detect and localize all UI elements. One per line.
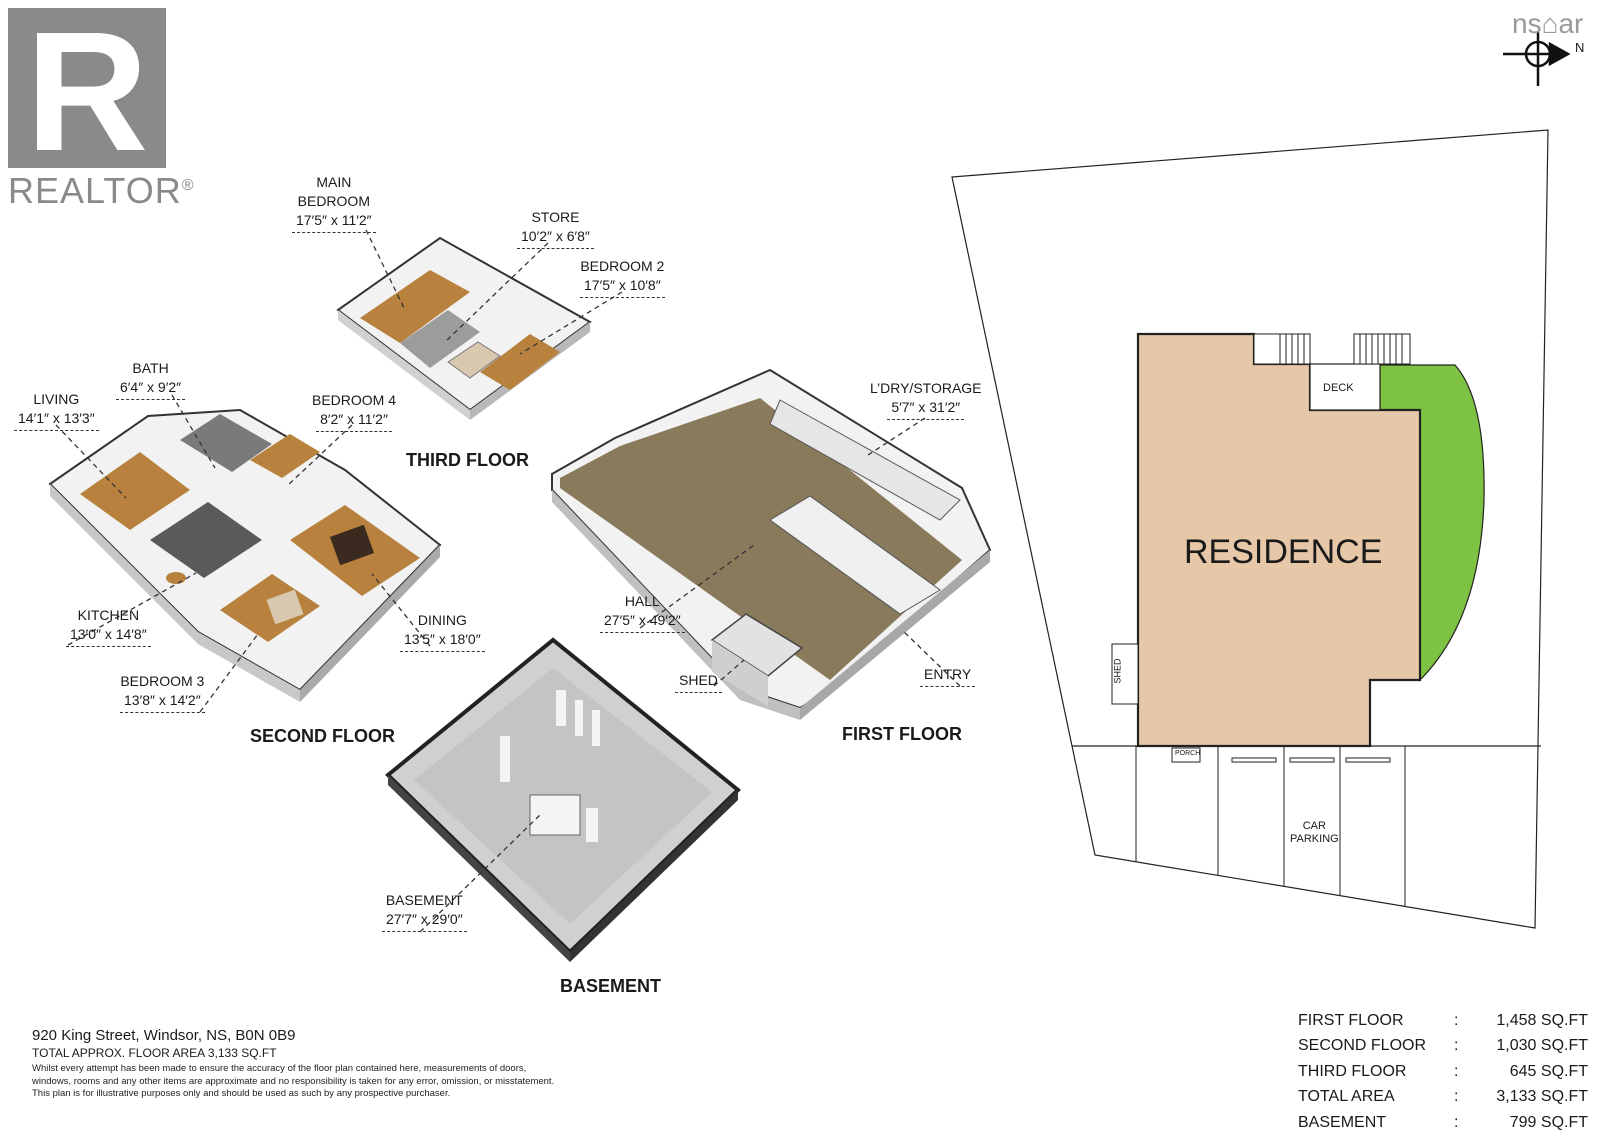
room-dims: 17′5″ x 11′2″ bbox=[292, 211, 376, 233]
room-name: HALL bbox=[624, 593, 660, 609]
area-name: THIRD FLOOR bbox=[1298, 1062, 1407, 1080]
room-dims: 13′5″ x 18′0″ bbox=[400, 630, 485, 652]
room-dims: 14′1″ x 13′3″ bbox=[14, 409, 99, 431]
basement-plan bbox=[384, 637, 742, 962]
room-label-main-bedroom: MAIN BEDROOM 17′5″ x 11′2″ bbox=[292, 173, 376, 233]
room-label-basement: BASEMENT 27′7″ x 29′0″ bbox=[382, 891, 467, 932]
disclaimer: Whilst every attempt has been made to en… bbox=[32, 1063, 672, 1101]
area-value: 645 SQ.FT bbox=[1509, 1062, 1588, 1080]
floor-title-basement: BASEMENT bbox=[560, 976, 662, 996]
room-label-bedroom-3: BEDROOM 3 13′8″ x 14′2″ bbox=[120, 672, 205, 713]
area-separator: : bbox=[1454, 1011, 1459, 1029]
room-dims: 13′8″ x 14′2″ bbox=[120, 691, 205, 713]
total-floor-area: TOTAL APPROX. FLOOR AREA 3,133 SQ.FT bbox=[32, 1046, 277, 1060]
site-plan bbox=[951, 129, 1549, 929]
area-separator: : bbox=[1454, 1113, 1459, 1131]
room-leader-lines bbox=[55, 229, 961, 933]
room-name: ENTRY bbox=[920, 665, 976, 687]
disclaimer-line: Whilst every attempt has been made to en… bbox=[32, 1063, 527, 1074]
room-label-entry: ENTRY bbox=[920, 665, 976, 687]
room-label-store: STORE 10′2″ x 6′8″ bbox=[517, 208, 594, 249]
registered-mark: ® bbox=[181, 177, 195, 194]
third-floor-plan bbox=[336, 236, 592, 420]
room-name: DINING bbox=[417, 612, 467, 628]
room-label-hall: HALL 27′5″ x 49′2″ bbox=[600, 592, 685, 633]
room-name: BATH bbox=[132, 360, 169, 376]
room-label-shed: SHED bbox=[675, 671, 722, 693]
room-label-living: LIVING 14′1″ x 13′3″ bbox=[14, 390, 99, 431]
room-name: BEDROOM 2 bbox=[580, 258, 665, 274]
area-row: SECOND FLOOR : 1,030 SQ.FT bbox=[1298, 1034, 1588, 1060]
area-separator: : bbox=[1454, 1062, 1459, 1080]
room-dims: 17′5″ x 10′8″ bbox=[580, 276, 665, 298]
site-parking-label: CAR PARKING bbox=[1290, 820, 1339, 846]
room-label-dining: DINING 13′5″ x 18′0″ bbox=[400, 611, 485, 652]
room-dims: 27′7″ x 29′0″ bbox=[382, 910, 467, 932]
room-name: SHED bbox=[675, 671, 722, 693]
room-dims: 13′0″ x 14′8″ bbox=[66, 625, 151, 647]
site-shed-label: SHED bbox=[1112, 658, 1123, 684]
room-name: STORE bbox=[531, 209, 580, 225]
room-label-ldry-storage: L’DRY/STORAGE 5′7″ x 31′2″ bbox=[870, 379, 982, 420]
room-name: L’DRY/STORAGE bbox=[870, 380, 982, 396]
room-name: LIVING bbox=[33, 391, 80, 407]
area-row: THIRD FLOOR : 645 SQ.FT bbox=[1298, 1059, 1588, 1085]
nsar-logo: ns⌂ar bbox=[1512, 8, 1584, 39]
area-value: 799 SQ.FT bbox=[1509, 1113, 1588, 1131]
room-label-bath: BATH 6′4″ x 9′2″ bbox=[116, 359, 186, 400]
parking-line: PARKING bbox=[1290, 833, 1339, 845]
disclaimer-line: windows, rooms and any other items are a… bbox=[32, 1075, 555, 1087]
room-name: BEDROOM 3 bbox=[120, 673, 205, 689]
disclaimer-line: This plan is for illustrative purposes o… bbox=[32, 1088, 451, 1099]
site-porch-label: PORCH bbox=[1175, 750, 1201, 757]
site-residence-label: RESIDENCE bbox=[1184, 533, 1383, 571]
room-dims: 27′5″ x 49′2″ bbox=[600, 611, 685, 633]
room-dims: 6′4″ x 9′2″ bbox=[116, 378, 186, 400]
area-name: BASEMENT bbox=[1298, 1113, 1387, 1131]
room-label-bedroom-4: BEDROOM 4 8′2″ x 11′2″ bbox=[312, 391, 396, 432]
room-name: MAIN bbox=[316, 174, 352, 190]
floor-title-second: SECOND FLOOR bbox=[250, 726, 396, 746]
area-row: FIRST FLOOR : 1,458 SQ.FT bbox=[1298, 1008, 1588, 1034]
realtor-logo: R bbox=[8, 0, 166, 187]
room-name: BEDROOM 4 bbox=[312, 392, 397, 408]
floor-title-third: THIRD FLOOR bbox=[406, 450, 529, 470]
room-dims: 5′7″ x 31′2″ bbox=[887, 398, 965, 420]
site-deck-label: DECK bbox=[1323, 382, 1354, 394]
room-name: KITCHEN bbox=[77, 607, 140, 623]
area-value: 1,458 SQ.FT bbox=[1496, 1011, 1588, 1029]
room-label-bedroom-2: BEDROOM 2 17′5″ x 10′8″ bbox=[580, 257, 665, 298]
area-row: BASEMENT : 799 SQ.FT bbox=[1298, 1110, 1588, 1136]
area-separator: : bbox=[1454, 1088, 1459, 1106]
floor-title-first: FIRST FLOOR bbox=[842, 724, 962, 744]
room-name: BASEMENT bbox=[385, 892, 463, 908]
area-value: 3,133 SQ.FT bbox=[1496, 1088, 1588, 1106]
room-label-kitchen: KITCHEN 13′0″ x 14′8″ bbox=[66, 606, 151, 647]
property-address: 920 King Street, Windsor, NS, B0N 0B9 bbox=[32, 1027, 296, 1044]
area-name: TOTAL AREA bbox=[1298, 1088, 1395, 1106]
area-value: 1,030 SQ.FT bbox=[1496, 1037, 1588, 1055]
room-dims: 8′2″ x 11′2″ bbox=[316, 410, 392, 432]
realtor-logo-letter: R bbox=[26, 0, 149, 187]
area-name: SECOND FLOOR bbox=[1298, 1037, 1427, 1055]
area-name: FIRST FLOOR bbox=[1298, 1011, 1404, 1029]
second-floor-plan bbox=[48, 408, 442, 702]
area-separator: : bbox=[1454, 1037, 1459, 1055]
area-summary-table: FIRST FLOOR : 1,458 SQ.FT SECOND FLOOR :… bbox=[1298, 1008, 1588, 1136]
realtor-word: REALTOR bbox=[8, 170, 182, 211]
room-dims: 10′2″ x 6′8″ bbox=[517, 227, 594, 249]
compass-north-label: N bbox=[1575, 40, 1585, 55]
first-floor-plan bbox=[551, 368, 992, 720]
lawn-area bbox=[1379, 364, 1485, 682]
parking-line: CAR bbox=[1302, 820, 1326, 832]
room-name: BEDROOM bbox=[297, 193, 370, 209]
compass-icon bbox=[1503, 32, 1571, 86]
realtor-wordmark: REALTOR® bbox=[8, 170, 195, 212]
area-row: TOTAL AREA : 3,133 SQ.FT bbox=[1298, 1085, 1588, 1111]
footer-info: 920 King Street, Windsor, NS, B0N 0B9 TO… bbox=[32, 1027, 672, 1101]
